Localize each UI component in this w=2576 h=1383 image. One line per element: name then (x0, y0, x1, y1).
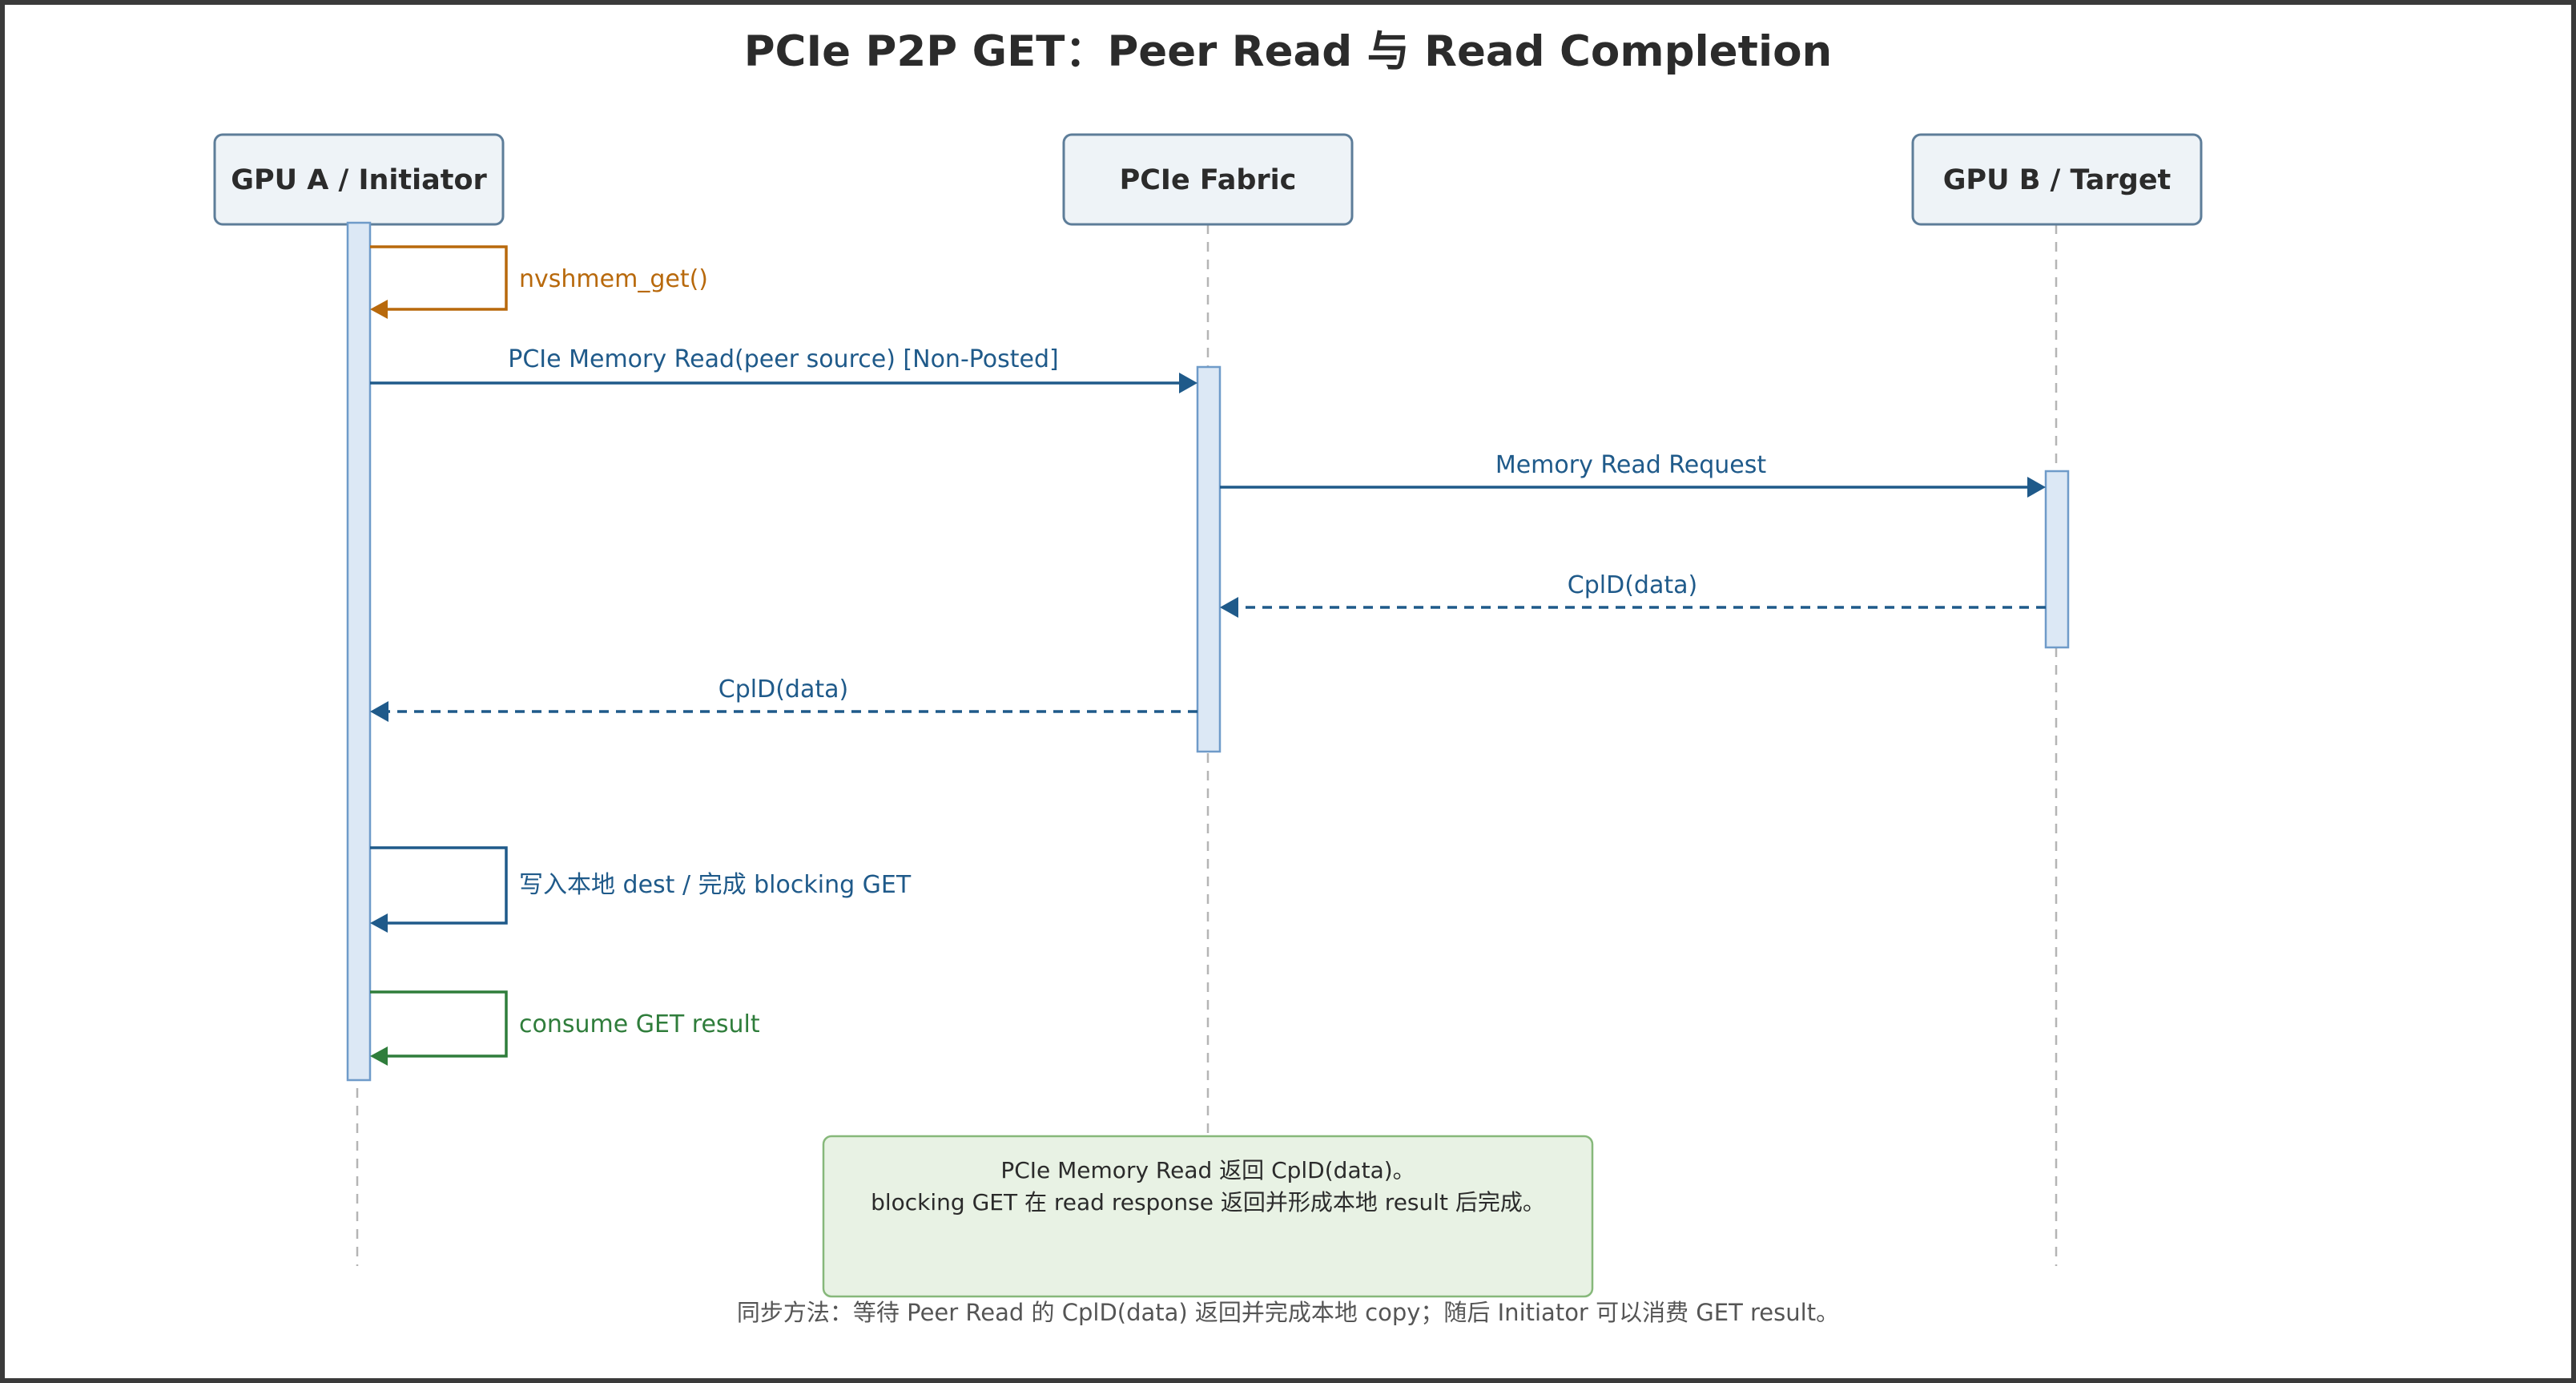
message-label: nvshmem_get() (519, 265, 708, 293)
message-cpld-fabric-to-a: CplD(data) (370, 675, 1197, 722)
activation-fabric (1196, 365, 1222, 753)
actor-label-gpu-a: GPU A / Initiator (231, 164, 487, 196)
message-label: consume GET result (519, 1010, 760, 1038)
arrowhead-icon (370, 300, 388, 319)
message-label: Memory Read Request (1495, 451, 1767, 479)
note-box: PCIe Memory Read 返回 CplD(data)。 blocking… (822, 1135, 1594, 1298)
arrowhead-icon (370, 1046, 388, 1066)
activation-gpu-a (346, 221, 372, 1082)
message-label: 写入本地 dest / 完成 blocking GET (519, 871, 912, 899)
message-cpld-b-to-fabric: CplD(data) (1220, 571, 2046, 618)
note-line-1: PCIe Memory Read 返回 CplD(data)。 (1000, 1157, 1415, 1183)
message-write-local-dest: 写入本地 dest / 完成 blocking GET (370, 846, 912, 933)
actor-fabric: PCIe Fabric (1062, 133, 1354, 226)
message-label: CplD(data) (1568, 571, 1697, 599)
message-label: CplD(data) (718, 675, 848, 704)
message-consume-result: consume GET result (370, 990, 760, 1066)
note-line-2: blocking GET 在 read response 返回并形成本地 res… (871, 1189, 1545, 1216)
arrowhead-icon (370, 701, 388, 722)
message-memory-read: PCIe Memory Read(peer source) [Non-Poste… (370, 345, 1197, 393)
actor-label-gpu-b: GPU B / Target (1943, 164, 2171, 196)
arrowhead-icon (370, 913, 388, 933)
actor-gpu-a: GPU A / Initiator (213, 133, 505, 226)
page-title: PCIe P2P GET：Peer Read 与 Read Completion (744, 27, 1833, 76)
arrowhead-icon (2027, 477, 2046, 498)
arrowhead-icon (1220, 597, 1238, 618)
message-memory-read-request: Memory Read Request (1220, 451, 2046, 498)
message-label: PCIe Memory Read(peer source) [Non-Poste… (508, 345, 1059, 373)
arrowhead-icon (1179, 373, 1197, 393)
actor-gpu-b: GPU B / Target (1911, 133, 2203, 226)
message-nvshmem-get: nvshmem_get() (370, 245, 708, 319)
activation-gpu-b (2044, 470, 2070, 649)
footer-caption: 同步方法：等待 Peer Read 的 CplD(data) 返回并完成本地 c… (737, 1299, 1839, 1326)
actor-label-fabric: PCIe Fabric (1120, 164, 1297, 196)
